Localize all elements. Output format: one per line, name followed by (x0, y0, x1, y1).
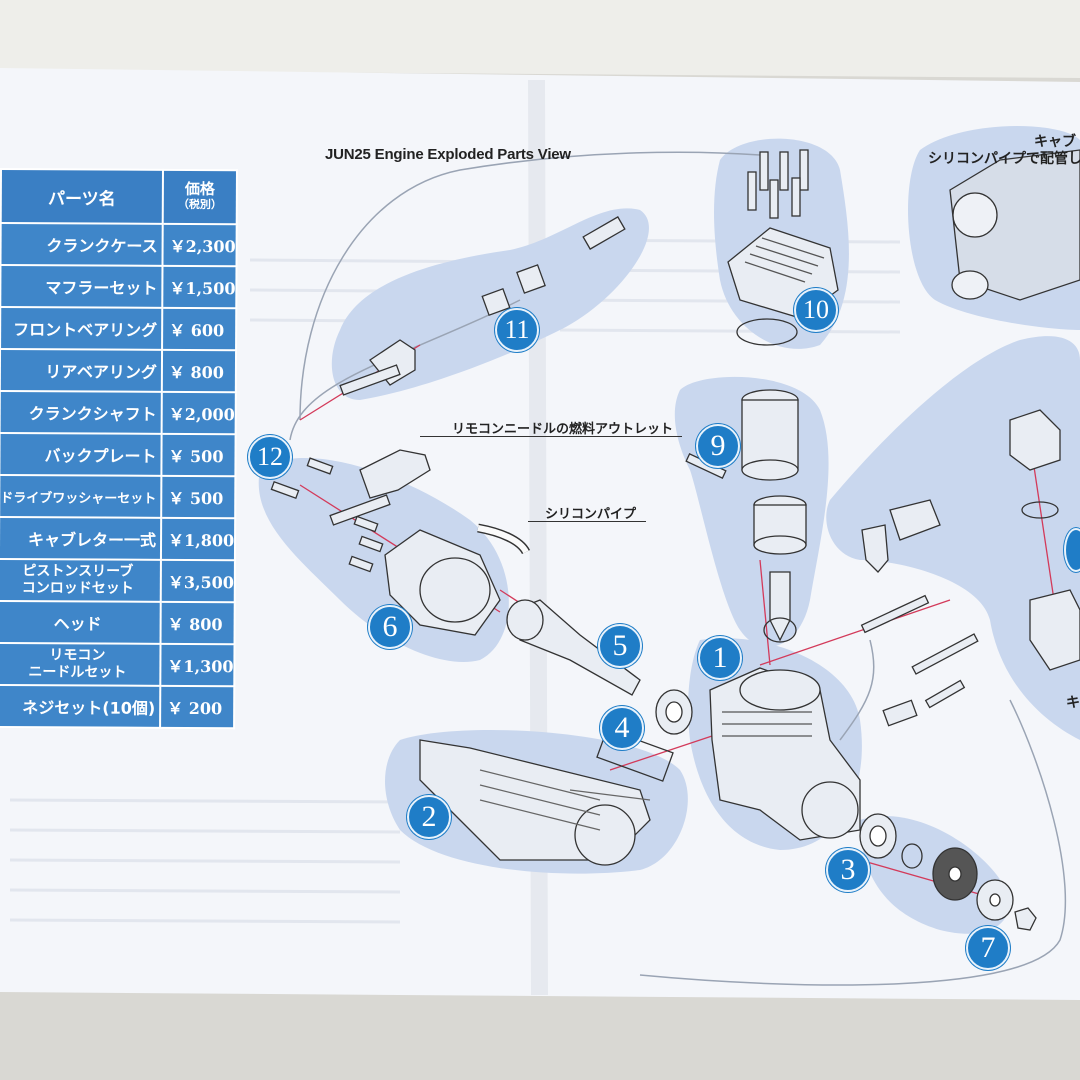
corner-caption-bottom: キ (1066, 695, 1080, 711)
part-number-badge-partial (1064, 528, 1080, 572)
part-name-cell: マフラーセット (0, 265, 163, 308)
table-row: キャブレター一式 ￥1,800 (0, 517, 236, 561)
table-row: リアベアリング ￥ 800 (0, 349, 237, 393)
part-number-badge-7: 7 (966, 926, 1010, 970)
part-number-badge-2: 2 (407, 795, 451, 839)
table-row: バックプレート ￥ 500 (0, 433, 236, 477)
part-price-cell: ￥ 600 (162, 307, 237, 351)
column-header-price: 価格 （税別） (162, 169, 238, 225)
part-name-cell: クランクケース (0, 223, 163, 266)
parts-price-table: パーツ名 価格 （税別） クランクケース ￥2,300 マフラーセット ￥1,5… (0, 168, 238, 729)
part-price-cell: ￥1,800 (160, 517, 236, 561)
table-row: クランクケース ￥2,300 (0, 223, 237, 267)
part-number-badge-1: 1 (698, 636, 742, 680)
callout-underline (528, 521, 646, 522)
table-row: リモコン ニードルセット ￥1,300 (0, 642, 235, 687)
part-number-badge-9: 9 (696, 424, 740, 468)
part-price-cell: ￥2,300 (162, 223, 237, 267)
part-price-cell: ￥ 500 (161, 433, 236, 477)
part-name-cell: ドライブワッシャーセット (0, 475, 162, 518)
corner-caption-line2: シリコンパイプで配管した (928, 151, 1080, 167)
price-header-label: 価格 (184, 179, 216, 199)
part-price-cell: ￥1,500 (162, 265, 237, 309)
part-number-badge-6: 6 (368, 605, 412, 649)
part-number-badge-10: 10 (794, 288, 838, 332)
part-name-cell: リモコン ニードルセット (0, 642, 161, 686)
part-number-badge-3: 3 (826, 848, 870, 892)
part-number-badge-4: 4 (600, 706, 644, 750)
table-row: ネジセット(10個) ￥ 200 (0, 684, 235, 729)
part-price-cell: ￥3,500 (160, 559, 236, 603)
column-header-part-name: パーツ名 (0, 169, 164, 224)
corner-caption-line1: キャブ (1034, 134, 1076, 150)
table-row: ピストンスリーブ コンロッドセット ￥3,500 (0, 558, 236, 603)
part-name-line: ピストンスリーブ (22, 563, 134, 580)
part-name-cell: キャブレター一式 (0, 517, 162, 560)
table-row: ヘッド ￥ 800 (0, 600, 235, 645)
part-name-line: リモコン (49, 647, 106, 664)
part-name-cell: ネジセット(10個) (0, 684, 161, 728)
table-row: ドライブワッシャーセット ￥ 500 (0, 475, 236, 519)
part-price-cell: ￥ 800 (160, 601, 235, 645)
part-price-cell: ￥2,000 (161, 391, 236, 435)
part-name-cell: ピストンスリーブ コンロッドセット (0, 558, 161, 602)
table-row: マフラーセット ￥1,500 (0, 265, 237, 309)
table-row: フロントベアリング ￥ 600 (0, 307, 237, 351)
part-name-cell: バックプレート (0, 433, 162, 476)
part-name-cell: フロントベアリング (0, 307, 163, 350)
part-price-cell: ￥1,300 (160, 643, 235, 687)
price-header-note: （税別） (177, 197, 222, 212)
part-price-cell: ￥ 200 (160, 685, 235, 729)
part-number-badge-12: 12 (248, 435, 292, 479)
callout-needle-outlet: リモコンニードルの燃料アウトレット (452, 422, 674, 437)
part-name-cell: リアベアリング (0, 349, 163, 392)
part-name-cell: ヘッド (0, 600, 161, 644)
diagram-title: JUN25 Engine Exploded Parts View (325, 146, 571, 163)
table-row: クランクシャフト ￥2,000 (0, 391, 236, 435)
part-number-badge-11: 11 (495, 308, 539, 352)
part-name-line: コンロッドセット (21, 580, 134, 597)
part-price-cell: ￥ 500 (161, 475, 236, 519)
part-name-cell: クランクシャフト (0, 391, 162, 434)
callout-silicone-pipe: シリコンパイプ (545, 507, 637, 522)
part-price-cell: ￥ 800 (161, 349, 237, 393)
callout-underline (420, 436, 682, 437)
table-header-row: パーツ名 価格 （税別） (0, 169, 238, 225)
part-name-line: ニードルセット (28, 664, 127, 681)
part-number-badge-5: 5 (598, 624, 642, 668)
